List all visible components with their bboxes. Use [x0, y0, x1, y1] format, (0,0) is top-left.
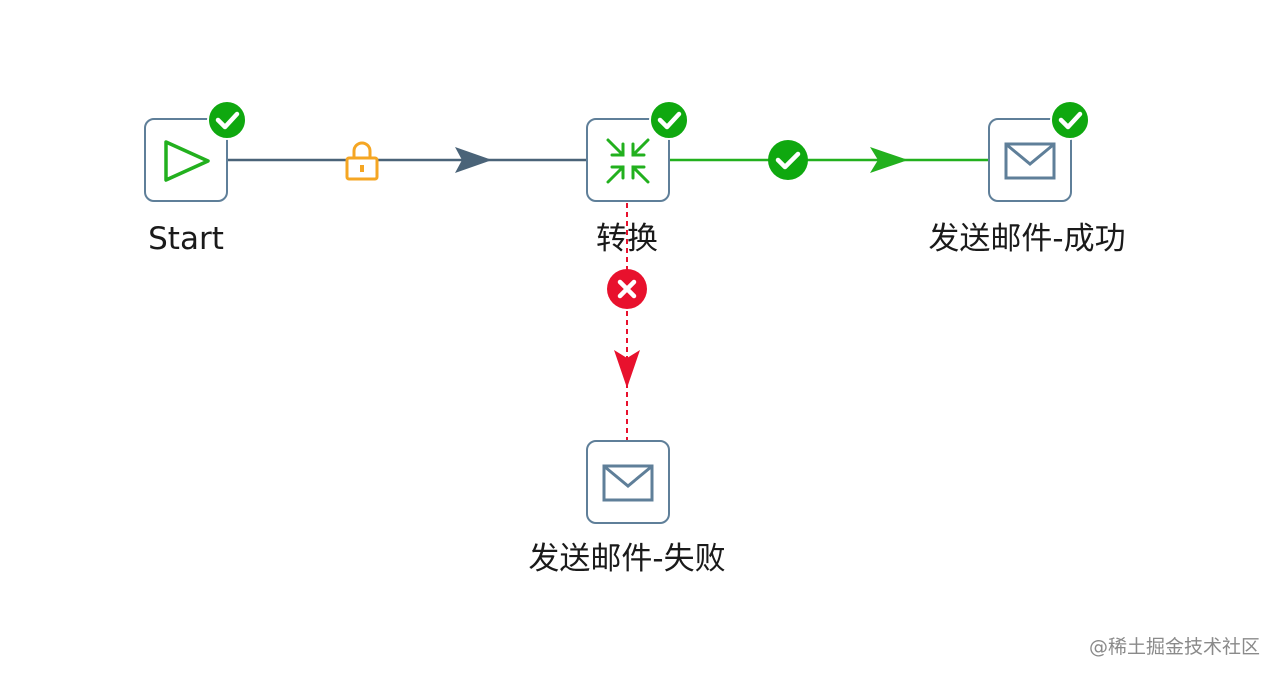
- success-badge-icon: [649, 100, 689, 140]
- hop-transform-to-failure[interactable]: [607, 203, 647, 440]
- success-badge-icon: [1050, 100, 1090, 140]
- hop-arrowhead: [614, 350, 640, 388]
- watermark: @稀土掘金技术社区: [1088, 636, 1260, 658]
- envelope-icon: [602, 464, 654, 502]
- transform-node-label: 转换: [596, 221, 658, 257]
- lock-icon: [345, 141, 379, 181]
- mail-success-node[interactable]: [988, 118, 1072, 202]
- mail-success-node-label: 发送邮件-成功: [928, 221, 1126, 257]
- success-badge-icon: [207, 100, 247, 140]
- start-node[interactable]: [144, 118, 228, 202]
- hop-arrowhead: [870, 147, 908, 173]
- start-node-label: Start: [148, 221, 224, 257]
- mail-failure-node[interactable]: [586, 440, 670, 524]
- play-icon: [164, 140, 210, 182]
- compress-arrows-icon: [606, 138, 650, 184]
- hop-arrowhead: [455, 147, 492, 173]
- x-circle-icon: [607, 269, 647, 309]
- hop-start-to-transform[interactable]: [228, 141, 586, 181]
- mail-failure-node-label: 发送邮件-失败: [528, 541, 726, 577]
- envelope-icon: [1004, 142, 1056, 180]
- hop-transform-to-success[interactable]: [668, 140, 988, 180]
- check-circle-icon: [768, 140, 808, 180]
